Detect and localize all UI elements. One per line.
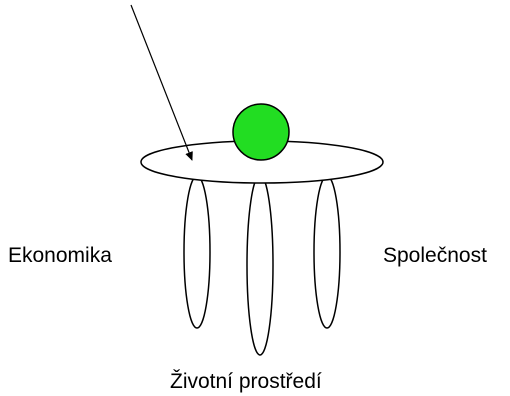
green-ball [233, 104, 289, 160]
label-ekonomika: Ekonomika [8, 245, 112, 266]
arrow [131, 5, 192, 160]
label-zivotni-prostredi: Životní prostředí [170, 371, 322, 392]
table-leg-right [314, 176, 340, 328]
table-leg-left [184, 176, 210, 328]
label-spolecnost: Společnost [383, 245, 487, 266]
table-leg-center [247, 175, 273, 355]
